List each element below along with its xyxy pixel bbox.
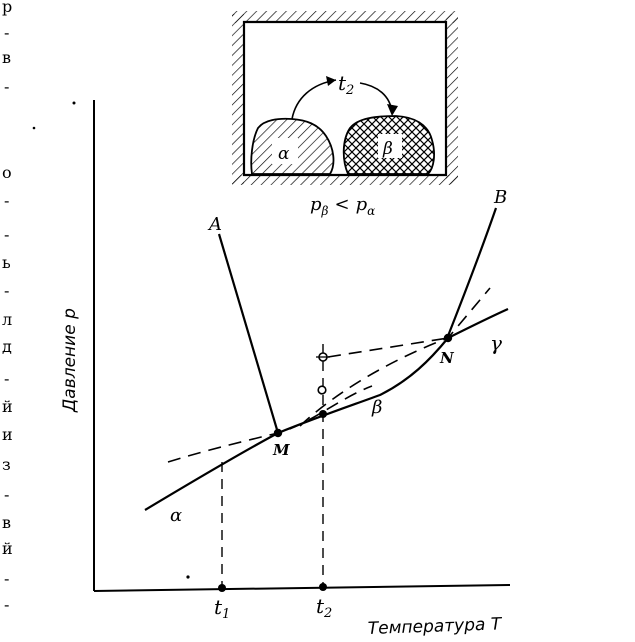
top-wall-hatch [232, 11, 458, 23]
margin-char: з [2, 455, 11, 474]
t1-axis-point [218, 584, 226, 592]
margin-char: - [4, 485, 9, 504]
triple-point-M [273, 428, 283, 438]
pressure-comparison-caption: pβ<pα [310, 194, 375, 218]
margin-char: - [4, 225, 9, 244]
stray-dot [186, 575, 190, 579]
margin-char: - [4, 569, 9, 588]
margin-char: л [2, 310, 12, 329]
margin-char: й [2, 397, 13, 416]
x-axis [93, 584, 511, 592]
curve-B-label: B [493, 187, 507, 208]
beta-phase-label: β [382, 139, 393, 159]
beta-label-bg [378, 134, 402, 158]
dashed-metastable-gamma [327, 337, 449, 358]
margin-char: р [2, 0, 12, 16]
arrowhead-right [387, 104, 398, 116]
curve-B [446, 207, 498, 337]
inset-container-diagram: α β t2 pβ<pα [232, 11, 458, 218]
stray-dot [72, 101, 76, 105]
margin-char: ь [2, 253, 11, 272]
t2-beta-point [319, 410, 327, 418]
point-N-label: N [439, 349, 455, 367]
point-M-label: M [272, 441, 290, 459]
margin-char: - [4, 369, 9, 388]
dashed-metastable-beta [299, 287, 491, 427]
t1-label: t1 [214, 595, 230, 622]
margin-char: в [2, 48, 11, 67]
y-axis-label: Давление p [60, 308, 80, 413]
pt-diagram: Давление p Температура T A B M N [32, 100, 511, 639]
x-axis-label: Температура T [367, 614, 503, 639]
curve-gamma-label: γ [490, 331, 502, 355]
margin-char: й [2, 539, 13, 558]
triple-point-N [443, 333, 453, 343]
bottom-wall-hatch [232, 175, 458, 185]
left-wall-hatch [232, 14, 244, 184]
right-wall-hatch [446, 14, 458, 184]
t2-label: t2 [316, 594, 332, 621]
curve-A-label: A [207, 214, 222, 235]
arrowhead-left [326, 76, 336, 86]
alpha-label-bg [272, 138, 298, 164]
margin-text-column: р - в - о - - ь - л д - й и з - в й - - [2, 0, 13, 614]
curve-A [217, 233, 280, 434]
margin-char: - [4, 77, 9, 96]
t2-alpha-metastable-point [317, 385, 327, 395]
margin-char: в [2, 513, 11, 532]
curve-alpha-label: α [170, 505, 182, 526]
margin-char: и [2, 425, 13, 444]
stray-dot [32, 126, 36, 130]
margin-char: - [4, 281, 9, 300]
curve-beta-label: β [371, 397, 382, 418]
container-wall [242, 20, 448, 177]
margin-char: д [2, 337, 12, 356]
margin-char: - [4, 595, 9, 614]
margin-char: - [4, 23, 9, 42]
alpha-phase-label: α [278, 144, 290, 164]
transition-temp-label: t2 [338, 71, 354, 98]
dashed-metastable-alpha [167, 385, 373, 463]
margin-char: - [4, 191, 9, 210]
curve-alpha-beta-gamma [144, 307, 509, 511]
margin-char: о [2, 163, 12, 182]
t2-axis-point [319, 583, 327, 591]
